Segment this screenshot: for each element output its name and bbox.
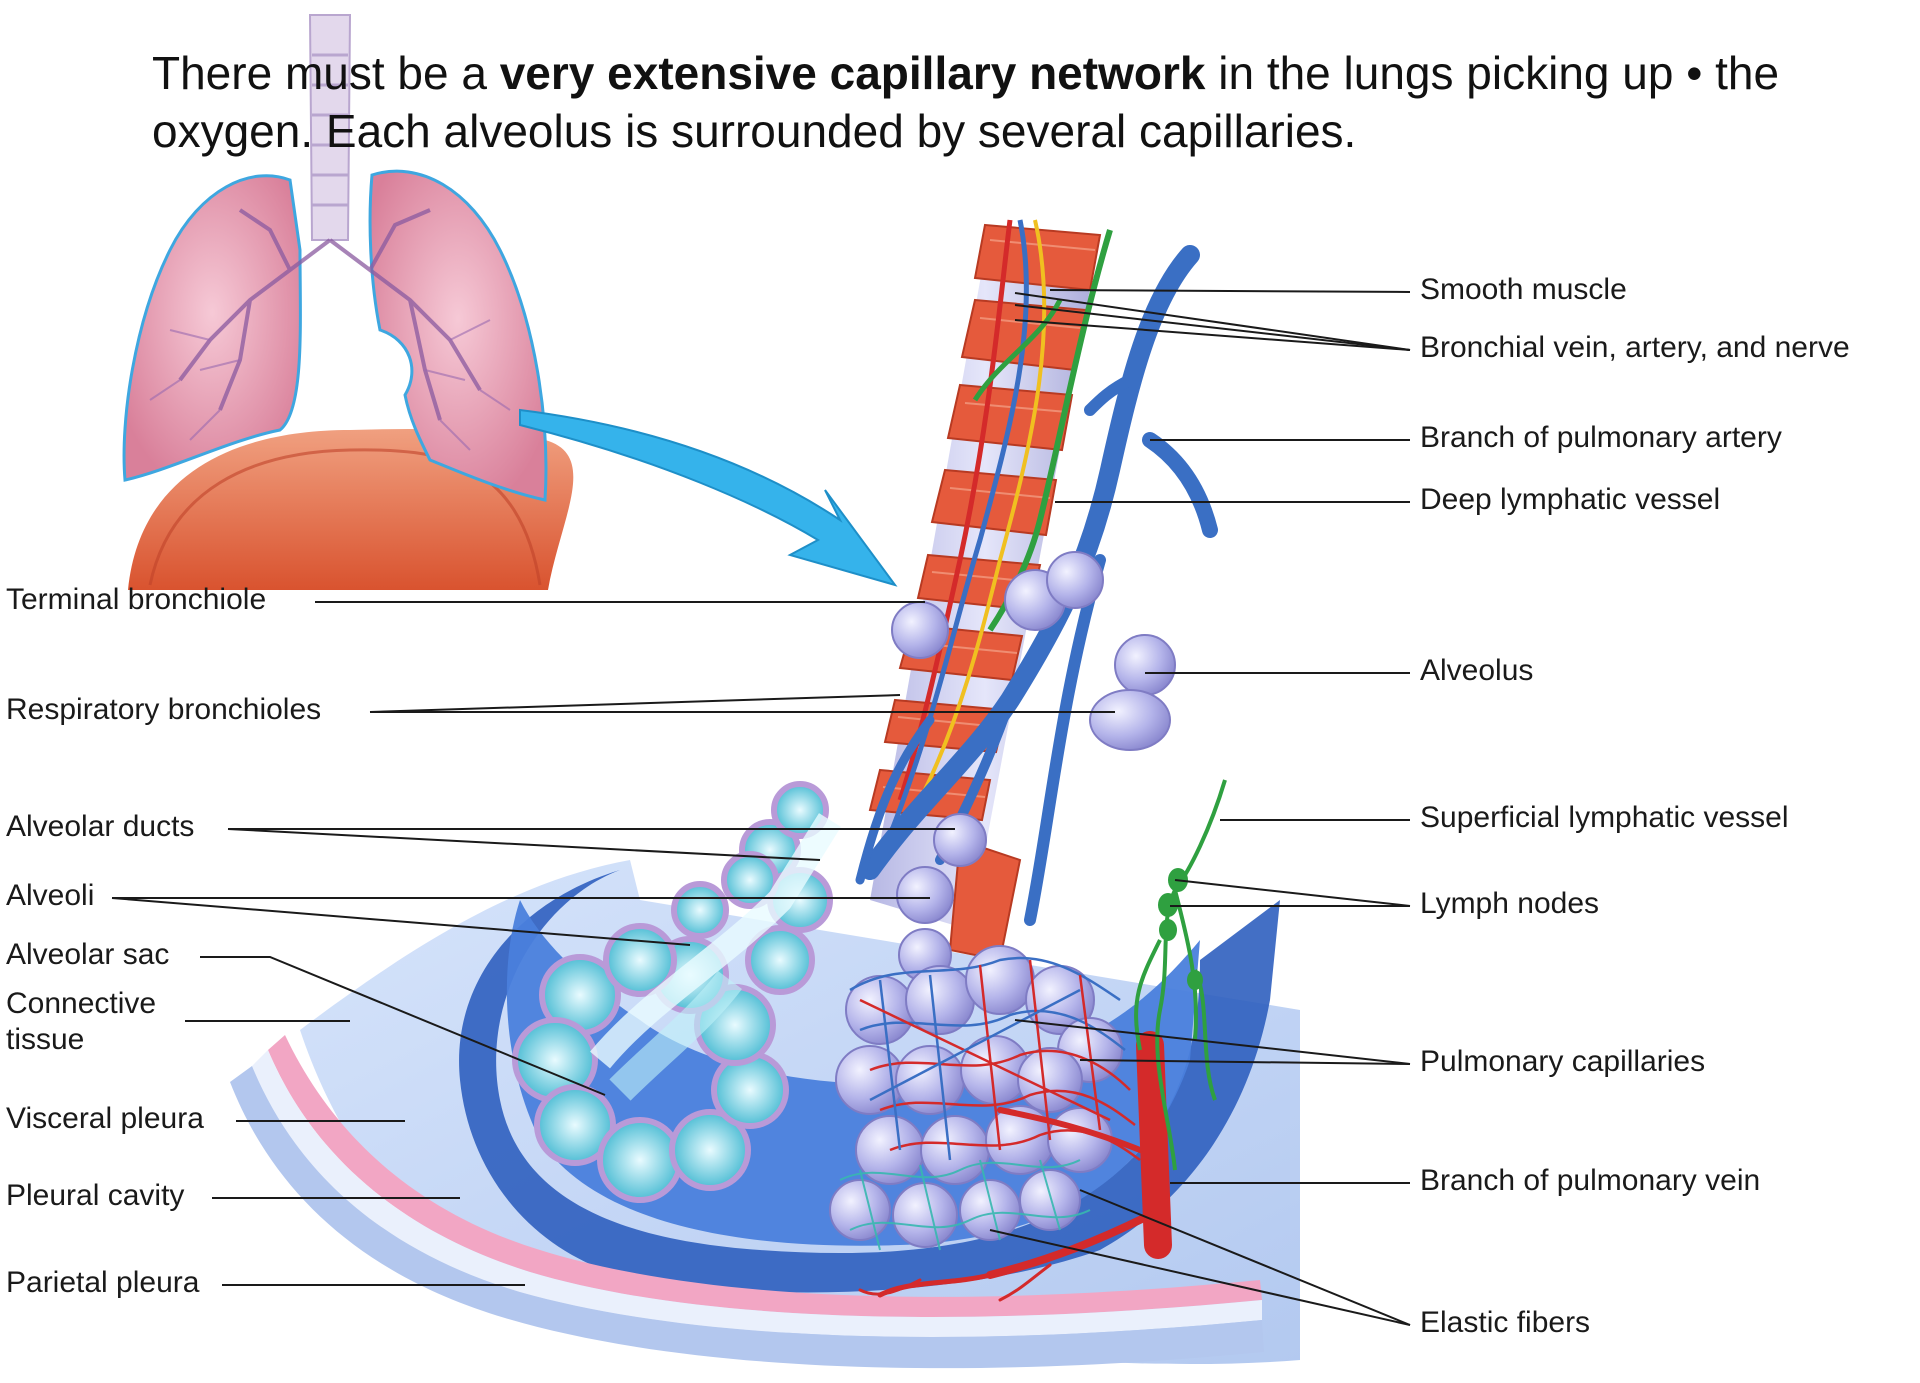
label-parietal-pleura: Parietal pleura [6,1266,199,1300]
label-alveolus: Alveolus [1420,654,1533,688]
label-pulmonary-artery-branch: Branch of pulmonary artery [1420,421,1782,455]
label-pleural-cavity: Pleural cavity [6,1179,184,1213]
label-elastic-fibers: Elastic fibers [1420,1306,1590,1340]
caption-emphasis: very extensive capillary network [500,47,1206,99]
label-pulmonary-capillaries: Pulmonary capillaries [1420,1045,1705,1079]
label-alveoli: Alveoli [6,879,94,913]
label-visceral-pleura: Visceral pleura [6,1102,204,1136]
label-lymph-nodes: Lymph nodes [1420,887,1599,921]
label-terminal-bronchiole: Terminal bronchiole [6,583,266,617]
label-deep-lymphatic-vessel: Deep lymphatic vessel [1420,483,1720,517]
right-lung [124,176,300,480]
zoom-arrow [520,410,895,585]
label-pulmonary-vein-branch: Branch of pulmonary vein [1420,1164,1760,1198]
label-alveolar-sac: Alveolar sac [6,938,169,972]
caption-part1: There must be a [152,47,500,99]
label-bronchial-vessels: Bronchial vein, artery, and nerve [1420,331,1850,365]
label-smooth-muscle: Smooth muscle [1420,273,1627,307]
label-connective-tissue-line2: tissue [6,1023,84,1057]
label-alveolar-ducts: Alveolar ducts [6,810,194,844]
label-respiratory-bronchioles: Respiratory bronchioles [6,693,321,727]
label-connective-tissue-line1: Connective [6,987,156,1021]
label-superficial-lymphatic-vessel: Superficial lymphatic vessel [1420,801,1788,835]
caption-text: There must be a very extensive capillary… [152,44,1832,160]
